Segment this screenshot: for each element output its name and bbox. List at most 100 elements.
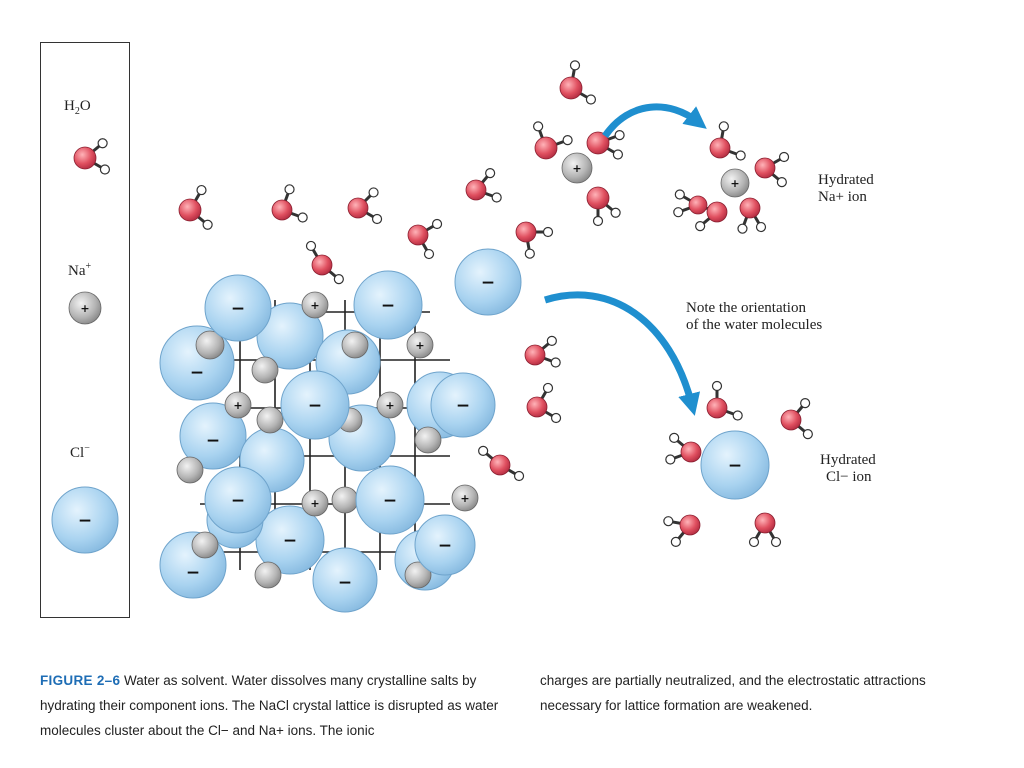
- hydrogen-atom: [669, 432, 680, 443]
- water-molecule: [559, 60, 597, 105]
- hydrogen-atom: [802, 429, 813, 440]
- hydrogen-atom: [800, 398, 811, 409]
- orientation-note: Note the orientation of the water molecu…: [686, 300, 823, 333]
- free-chloride-ion: [454, 248, 522, 316]
- oxygen-atom: [311, 254, 333, 276]
- transit-sodium-ion: [561, 152, 593, 184]
- oxygen-atom: [679, 514, 701, 536]
- oxygen-atom: [465, 179, 487, 201]
- water-molecule: [754, 151, 790, 188]
- oxygen-atom: [407, 224, 429, 246]
- hydrogen-atom: [735, 150, 746, 161]
- oxygen-atom: [559, 76, 583, 100]
- water-molecule: [709, 121, 746, 161]
- water-molecule: [407, 218, 443, 260]
- water-molecule: [515, 221, 554, 259]
- legend-chloride-ion: [51, 486, 119, 554]
- water-molecule: [737, 197, 767, 234]
- water-molecule: [780, 398, 813, 440]
- ion-charge-signs: −−−−−−−−−−−−−−−+++++++++: [78, 162, 742, 593]
- water-molecule: [465, 168, 502, 203]
- hydrogen-atom: [718, 121, 729, 132]
- water-molecule: [347, 187, 383, 225]
- oxygen-atom: [534, 136, 558, 160]
- hydrogen-atom: [533, 121, 544, 132]
- water-molecule: [478, 445, 525, 482]
- water-molecule: [524, 335, 561, 368]
- negative-sign: −: [231, 299, 245, 319]
- hydrogen-atom: [485, 168, 496, 179]
- hydrogen-atom: [585, 94, 597, 105]
- hydrogen-atom: [770, 536, 782, 548]
- hydrogen-atom: [546, 335, 557, 346]
- negative-sign: −: [481, 273, 495, 293]
- negative-sign: −: [186, 563, 200, 583]
- hydrogen-atom: [99, 164, 111, 175]
- negative-sign: −: [728, 456, 742, 476]
- negative-sign: −: [383, 491, 397, 511]
- water-molecule: [673, 189, 708, 218]
- legend-sodium-label: Na+: [68, 261, 92, 279]
- oxygen-atom: [73, 146, 97, 170]
- lattice-back-layer: [159, 302, 474, 613]
- positive-sign: +: [460, 492, 469, 505]
- hydrogen-atom: [663, 516, 674, 527]
- arrow-to-hydrated-sodium: [602, 103, 707, 139]
- hydrogen-atom: [297, 212, 308, 223]
- negative-sign: −: [231, 491, 245, 511]
- negative-sign: −: [438, 536, 452, 556]
- negative-sign: −: [456, 396, 470, 416]
- figure-illustration: −−−−−−−−−−−−−−−+++++++++: [51, 60, 813, 613]
- positive-sign: +: [730, 177, 739, 190]
- hydrogen-atom: [673, 207, 684, 218]
- figure-caption-right: charges are partially neutralized, and t…: [540, 673, 926, 713]
- hydrogen-atom: [562, 135, 573, 146]
- oxygen-atom: [489, 454, 511, 476]
- hydrogen-atom: [371, 213, 383, 225]
- hydrogen-atom: [97, 138, 108, 149]
- hydrogen-atom: [423, 248, 435, 260]
- hydrogen-atom: [711, 380, 723, 392]
- caption-left-text: Water as solvent. Water dissolves many c…: [40, 673, 499, 738]
- negative-sign: −: [206, 431, 220, 451]
- hydrogen-atom: [748, 536, 760, 548]
- hydrated-sodium-label: Hydrated Na+ ion: [818, 172, 874, 205]
- oxygen-atom: [586, 131, 610, 155]
- water-molecule: [271, 184, 308, 223]
- hydrated-chloride-label: Hydrated Cl− ion: [820, 452, 876, 485]
- negative-sign: −: [190, 363, 204, 383]
- oxygen-atom: [780, 409, 802, 431]
- oxygen-atom: [739, 197, 761, 219]
- hydrogen-atom: [755, 221, 767, 233]
- water-molecule: [305, 240, 344, 285]
- oxygen-atom: [688, 195, 708, 215]
- oxygen-atom: [347, 197, 369, 219]
- hydrogen-atom: [665, 454, 676, 465]
- legend-sodium-ion: [68, 291, 102, 325]
- water-molecule: [586, 130, 625, 160]
- hydrogen-atom: [478, 445, 489, 456]
- hydrogen-atom: [737, 223, 748, 234]
- hydrogen-atom: [592, 215, 604, 227]
- water-molecule: [665, 432, 702, 465]
- hydrogen-atom: [513, 470, 525, 482]
- hydrogen-atom: [695, 221, 706, 232]
- water-molecule: [586, 186, 621, 227]
- hydrogen-atom: [550, 357, 561, 368]
- hydrated-sodium-ion: [720, 168, 750, 198]
- oxygen-atom: [706, 201, 728, 223]
- hydrogen-atom: [196, 184, 207, 196]
- positive-sign: +: [310, 497, 319, 510]
- oxygen-atom: [754, 512, 776, 534]
- hydrated-sodium-label-line2: Na+ ion: [818, 189, 867, 205]
- hydrogen-atom: [491, 192, 502, 203]
- oxygen-atom: [754, 157, 776, 179]
- hydrogen-atom: [610, 207, 621, 218]
- hydrogen-atom: [776, 177, 787, 188]
- oxygen-atom: [526, 396, 548, 418]
- negative-sign: −: [78, 511, 92, 531]
- water-molecule: [526, 382, 562, 424]
- oxygen-atom: [178, 198, 202, 222]
- hydrogen-atom: [569, 60, 581, 71]
- legend-chloride-label: Cl−: [70, 443, 90, 461]
